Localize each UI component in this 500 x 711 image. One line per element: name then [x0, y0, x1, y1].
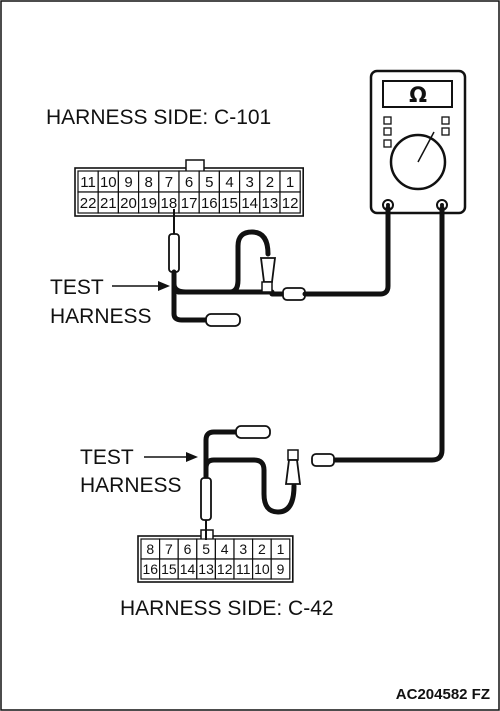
upper-harness-label: HARNESS: [50, 305, 152, 328]
pin-number: 13: [262, 195, 279, 212]
pin-number: 6: [185, 174, 193, 191]
figure-code: AC204582 FZ: [396, 686, 490, 703]
harness-wire: [203, 429, 239, 481]
harness-plug-icon: [205, 313, 241, 327]
pin-number: 22: [80, 195, 97, 212]
pin-number: 13: [198, 561, 214, 577]
dial-pointer-icon: [417, 131, 435, 163]
pin-number: 15: [161, 561, 177, 577]
pin-number: 8: [146, 541, 154, 557]
arrow-head-icon: [158, 281, 170, 291]
pin-number: 5: [202, 541, 210, 557]
pin-number: 11: [80, 174, 96, 191]
meter-lead-wire: [331, 205, 445, 463]
alligator-clip-icon: [284, 459, 302, 485]
pin-number: 4: [225, 174, 233, 191]
pin-number: 7: [165, 541, 173, 557]
meter-display: [382, 80, 453, 108]
harness-plug-icon: [235, 425, 271, 439]
meter-button-icon: [441, 116, 450, 125]
harness-wire: [203, 457, 297, 515]
pin-number: 3: [246, 174, 254, 191]
arrow-head-icon: [186, 452, 198, 462]
bottom-connector-label: HARNESS SIDE: C-42: [120, 597, 334, 620]
pin-number: 18: [161, 195, 178, 212]
pin-number: 10: [254, 561, 270, 577]
meter-lead-plug-icon: [311, 453, 335, 467]
pin-number: 9: [277, 561, 285, 577]
pin-number: 16: [143, 561, 159, 577]
pin-number: 19: [140, 195, 157, 212]
harness-wire: [171, 269, 209, 323]
pin-number: 12: [217, 561, 233, 577]
upper-test-harness: [168, 205, 391, 327]
top-connector-label: HARNESS SIDE: C-101: [46, 106, 271, 129]
pin-number: 9: [124, 174, 132, 191]
pin-number: 16: [201, 195, 218, 212]
pin-number: 4: [221, 541, 229, 557]
meter-button-icon: [383, 127, 392, 136]
pin-number: 7: [165, 174, 173, 191]
pin-number: 1: [286, 174, 294, 191]
pin-number: 5: [205, 174, 213, 191]
probe-plug-icon: [200, 477, 212, 521]
pin-number: 11: [236, 561, 251, 577]
meter-button-icon: [383, 139, 392, 148]
upper-test-label: TEST: [50, 276, 104, 299]
pin-number: 12: [282, 195, 299, 212]
alligator-clip-icon: [259, 257, 277, 283]
pin-cell: [270, 558, 291, 580]
pin-number: 21: [100, 195, 117, 212]
pin-number: 20: [120, 195, 137, 212]
meter-lead-plug-icon: [282, 287, 306, 301]
lower-test-label: TEST: [80, 446, 134, 469]
probe-plug-icon: [168, 233, 180, 273]
meter-lead-wire: [302, 205, 391, 297]
pin-number: 17: [181, 195, 198, 212]
meter-button-icon: [441, 127, 450, 136]
harness-wire: [171, 229, 271, 295]
pin-number: 15: [221, 195, 238, 212]
pin-number: 14: [241, 195, 258, 212]
pin-number: 10: [100, 174, 117, 191]
connector-key-tab: [185, 159, 205, 173]
harness-wire: [175, 289, 290, 297]
pin-number: 8: [145, 174, 153, 191]
lower-test-harness: [200, 205, 445, 540]
pin-number: 1: [277, 541, 285, 557]
pin-number: 2: [258, 541, 266, 557]
lower-harness-label: HARNESS: [80, 474, 182, 497]
pin-number: 3: [239, 541, 247, 557]
ohm-icon: Ω: [409, 83, 427, 107]
pin-number: 2: [266, 174, 274, 191]
pin-cell: [279, 191, 301, 214]
meter-button-icon: [383, 116, 392, 125]
pin-number: 6: [184, 541, 192, 557]
pin-number: 14: [180, 561, 196, 577]
ohmmeter: Ω: [369, 69, 467, 215]
